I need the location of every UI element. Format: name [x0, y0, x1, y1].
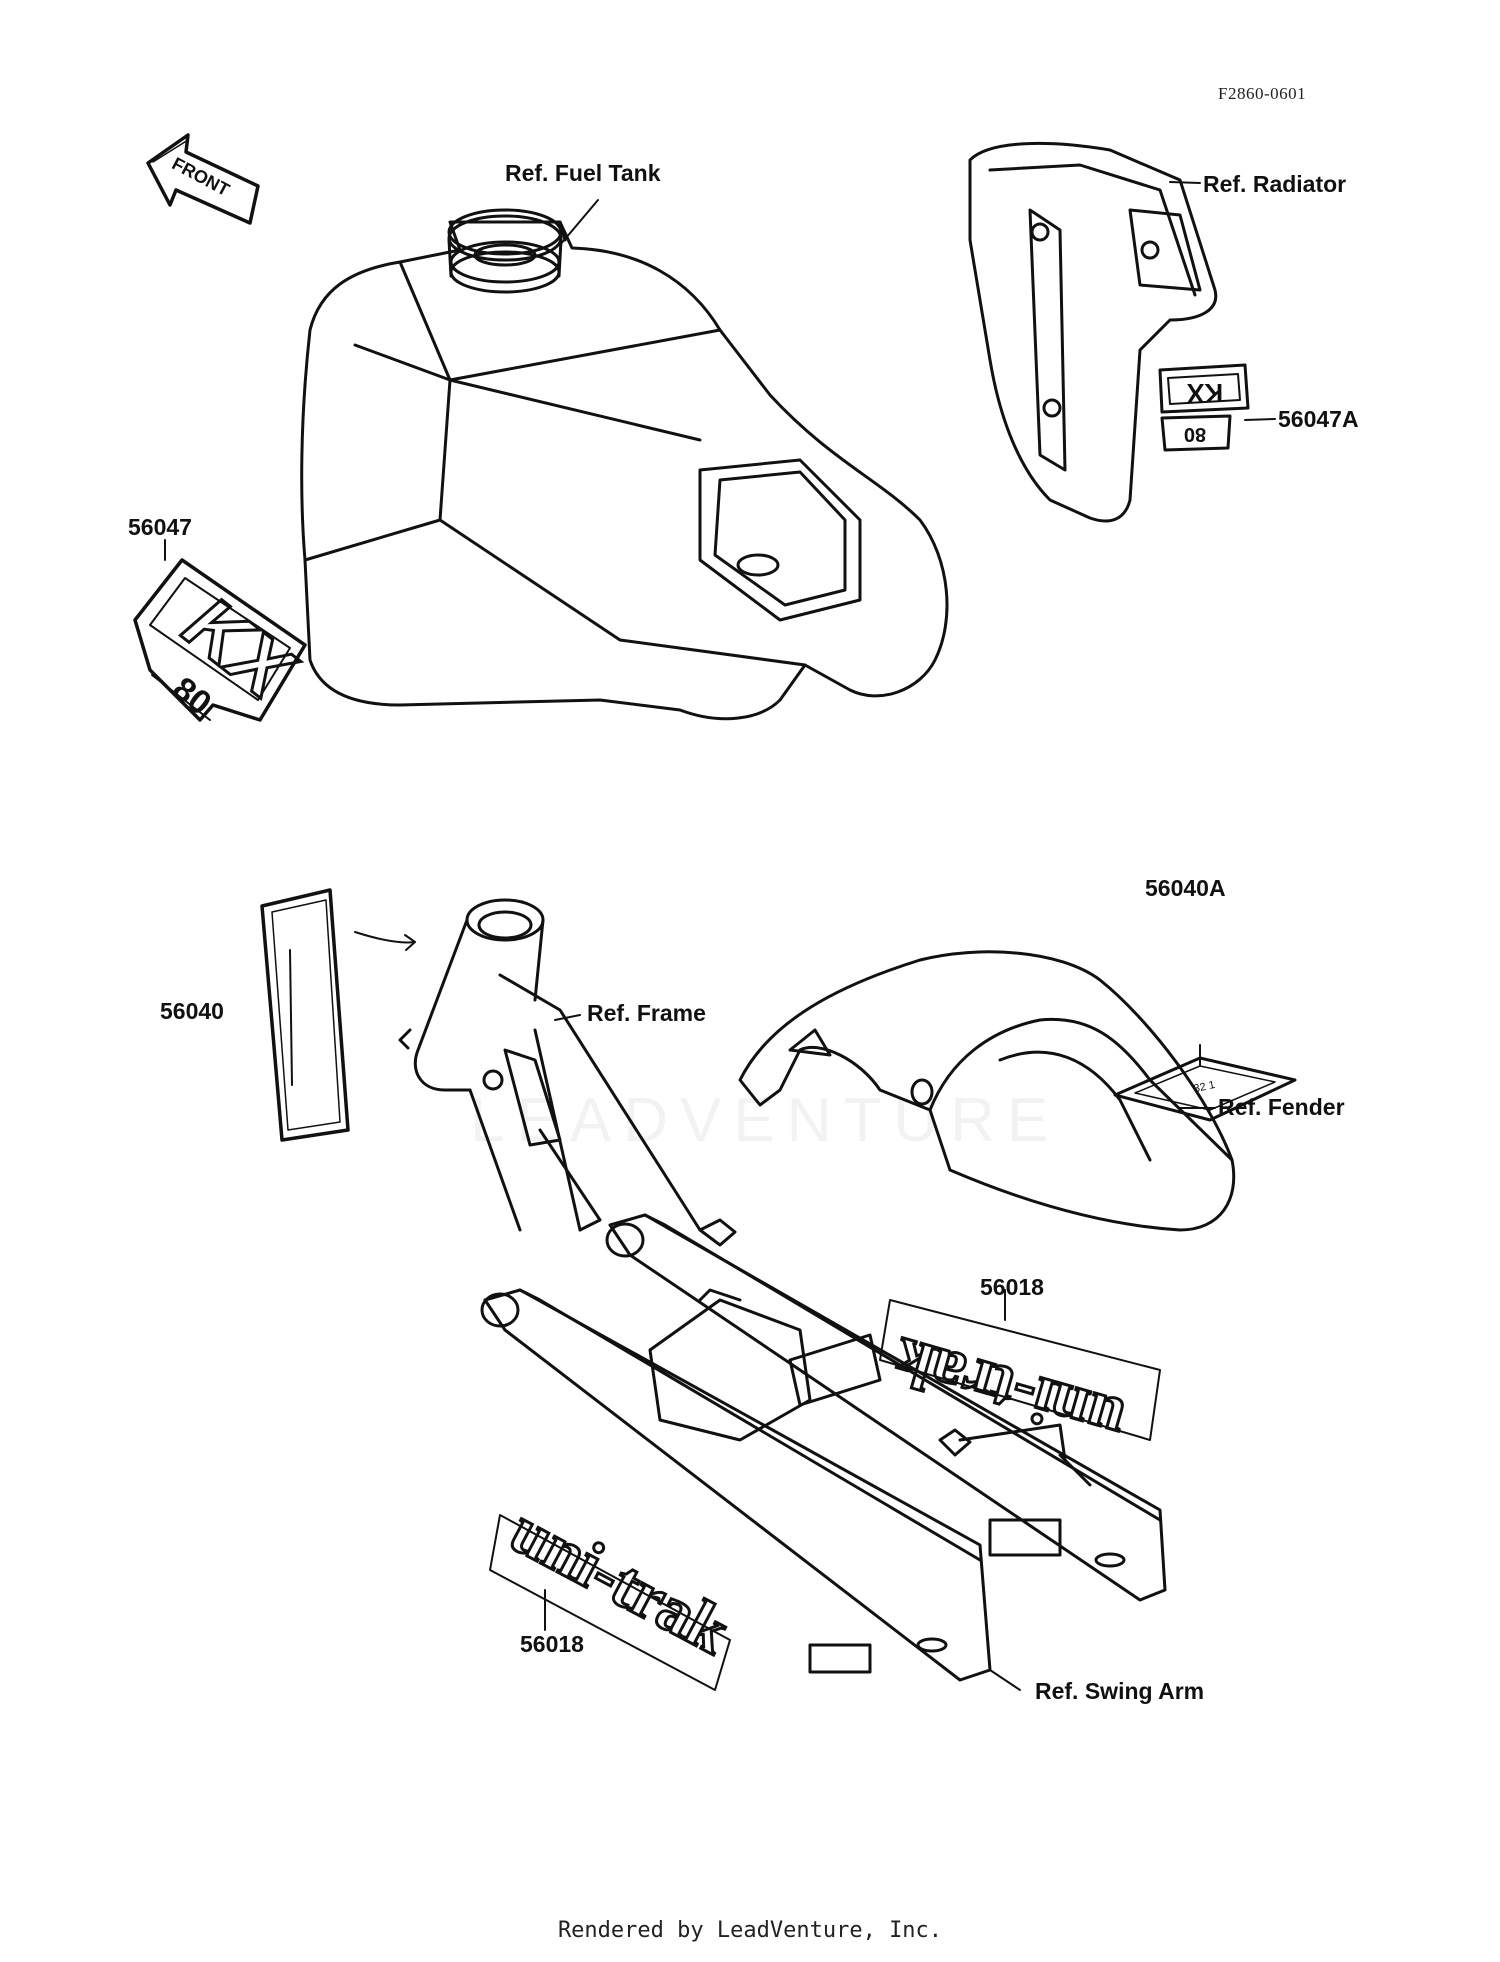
part-56047a: 56047A: [1278, 406, 1359, 432]
footer-rendered-by: Rendered by LeadVenture, Inc.: [557, 1918, 943, 1943]
part-56047: 56047: [128, 514, 192, 540]
swing-arm-drawing: [480, 1213, 1167, 1691]
drawing-code: F2860-0601: [1218, 84, 1307, 103]
decal-56040-drawing: [260, 888, 350, 1142]
kx-small-decal-text: KX: [1186, 378, 1223, 408]
part-56040a: 56040A: [1145, 875, 1226, 901]
part-56040: 56040: [160, 998, 224, 1024]
part-56018-top: 56018: [980, 1274, 1044, 1300]
watermark: LEADVENTURE: [470, 1086, 1061, 1155]
unitrak-top-decal-text: uni-trak: [886, 1323, 1132, 1458]
label-ref-fuel-tank: Ref. Fuel Tank: [505, 160, 661, 186]
unitrak-decal-bottom-drawing: [489, 1514, 731, 1691]
eighty-small-decal-text: 80: [1184, 423, 1206, 445]
label-ref-swing-arm: Ref. Swing Arm: [1035, 1678, 1205, 1704]
label-ref-radiator: Ref. Radiator: [1203, 171, 1347, 197]
decal-56040a-drawing: [1113, 1044, 1297, 1122]
unitrak-decal-top-drawing: [879, 1289, 1161, 1441]
decal-56047a-drawing: [1158, 363, 1276, 452]
sticker-numbers-text: 32 1: [1193, 1079, 1216, 1095]
frame-drawing: [354, 898, 702, 1232]
decal-56047-drawing: [133, 539, 307, 722]
label-ref-frame: Ref. Frame: [587, 1000, 706, 1026]
radiator-shroud-drawing: [968, 141, 1218, 523]
part-56018-bottom: 56018: [520, 1631, 584, 1657]
label-ref-fender: Ref. Fender: [1218, 1094, 1345, 1120]
front-arrow-icon: [146, 133, 260, 225]
fuel-tank-drawing: [300, 199, 949, 721]
